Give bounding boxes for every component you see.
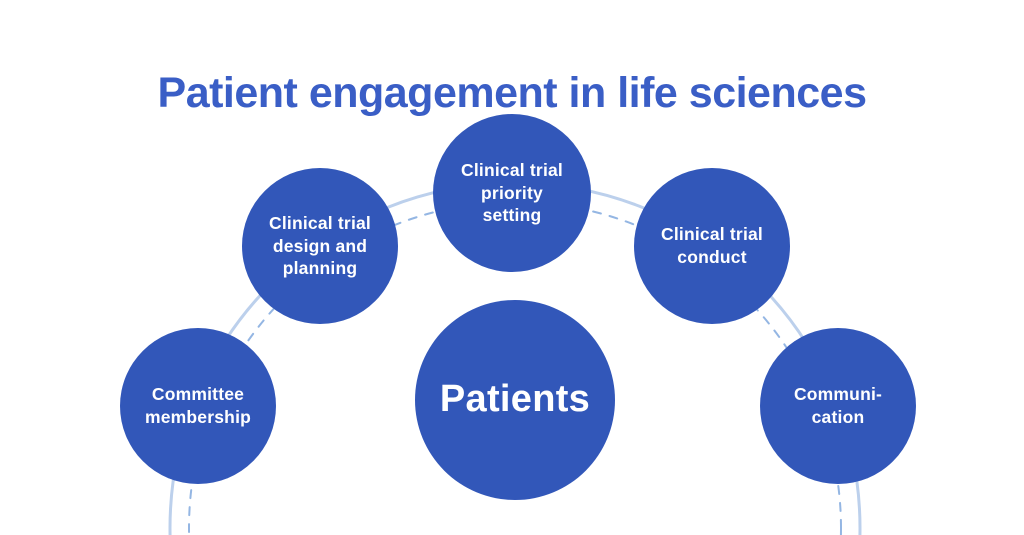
node-patients: Patients <box>415 300 615 500</box>
node-clinical-trial-conduct: Clinical trial conduct <box>634 168 790 324</box>
node-committee-membership: Committee membership <box>120 328 276 484</box>
node-label: Clinical trial priority setting <box>461 159 563 226</box>
node-label: Patients <box>439 378 591 421</box>
diagram-title: Patient engagement in life sciences <box>157 68 867 117</box>
node-label: Clinical trial conduct <box>661 224 763 267</box>
node-label: Committee membership <box>144 384 252 427</box>
node-clinical-trial-design-and-planning: Clinical trial design and planning <box>242 168 398 324</box>
node-label: Communi- cation <box>793 384 883 427</box>
node-label: Clinical trial design and planning <box>269 212 371 279</box>
node-clinical-trial-priority-setting: Clinical trial priority setting <box>433 114 591 272</box>
node-communication: Communi- cation <box>760 328 916 484</box>
